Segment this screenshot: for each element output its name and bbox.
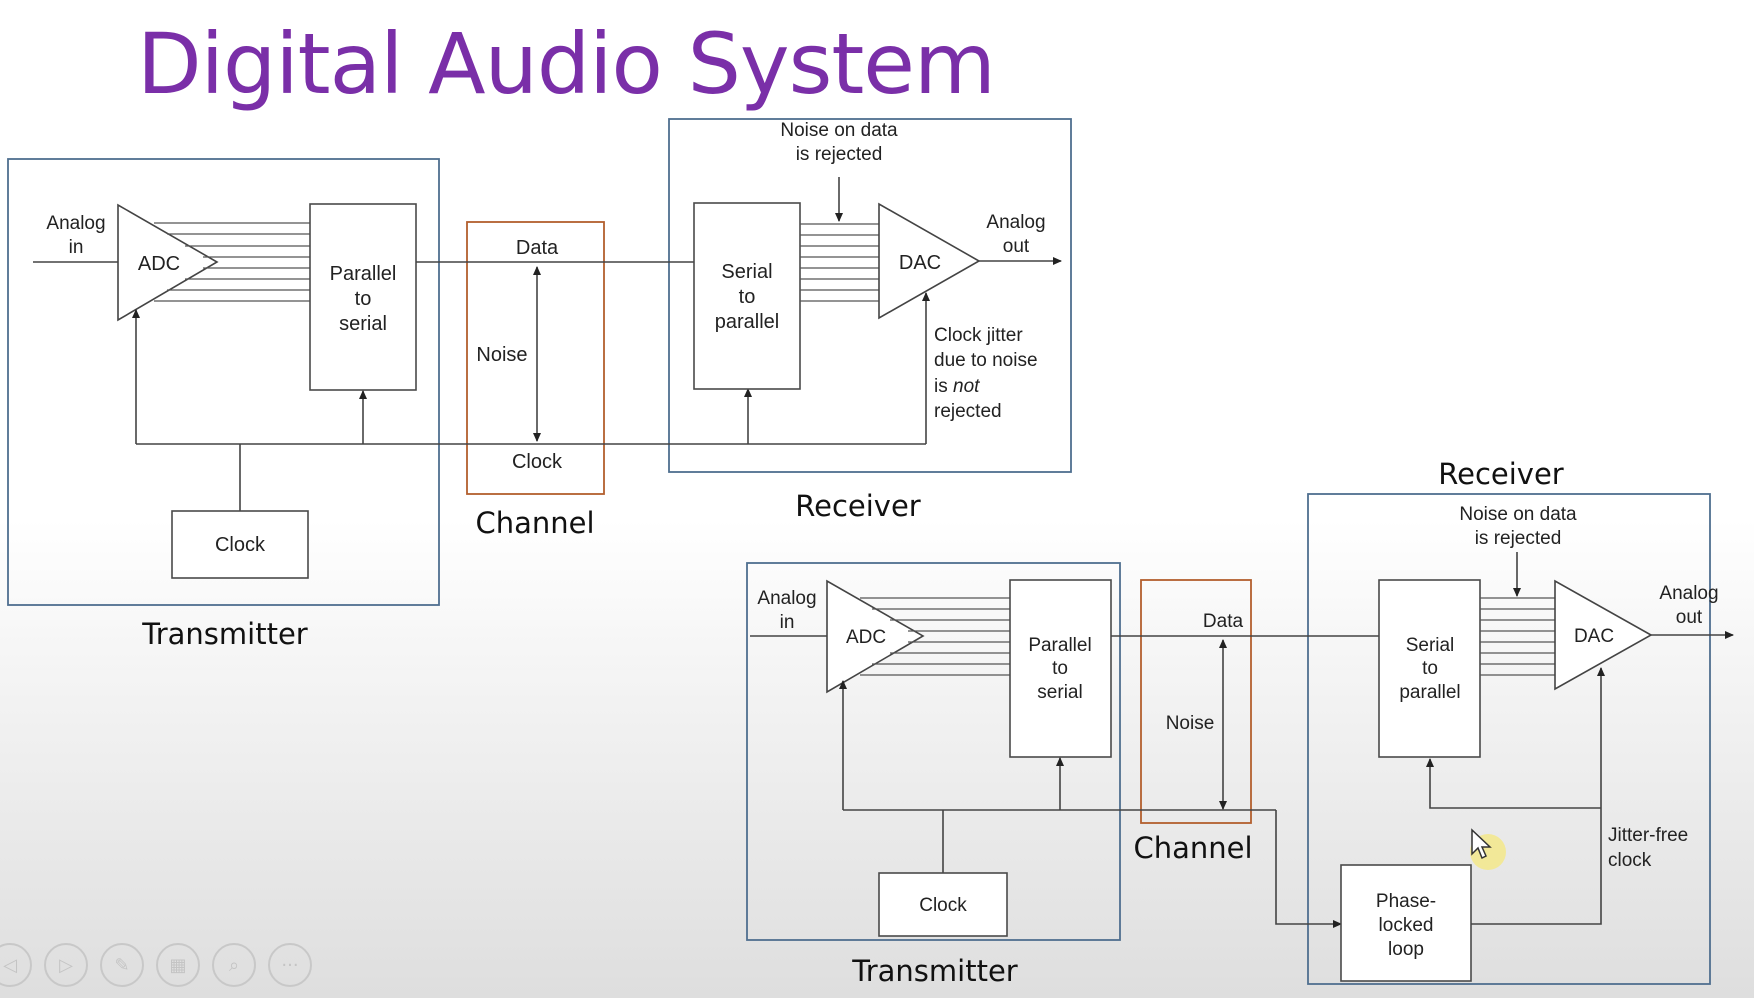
- channel-frame: [1140, 579, 1252, 824]
- parallel-to-serial-box: [309, 203, 417, 391]
- p2s-label: serial: [1037, 682, 1082, 703]
- tx-clock-box: [878, 872, 1008, 937]
- jitter-note: is not: [934, 376, 980, 397]
- jitter-free-label: clock: [1608, 850, 1652, 871]
- jitter-note: Clock jitter: [934, 325, 1023, 346]
- channel-data-label: Data: [1203, 611, 1244, 632]
- pen-icon[interactable]: ✎: [100, 943, 144, 987]
- channel-caption: Channel: [1133, 831, 1252, 865]
- dac-triangle: [1554, 579, 1653, 691]
- clock-to-pll-wire: [1275, 810, 1342, 928]
- noise-note: is rejected: [1475, 528, 1562, 549]
- dac-label: DAC: [1574, 626, 1614, 647]
- parallel-bus: [154, 222, 310, 302]
- receiver-frame: [668, 118, 1072, 473]
- transmitter-frame: [746, 562, 1121, 941]
- jitter-note: due to noise: [934, 350, 1038, 371]
- serial-to-parallel-box: [693, 202, 801, 390]
- dac-triangle: [878, 202, 981, 320]
- noise-note: Noise on data: [1459, 504, 1577, 525]
- jitter-free-clock-wire: [1471, 667, 1605, 925]
- p2s-label: to: [1052, 658, 1068, 679]
- dac-label: DAC: [899, 252, 941, 274]
- analog-in-label: in: [780, 612, 795, 633]
- parallel-bus: [1480, 597, 1556, 676]
- diagram2: ADC Analog in Parallel to serial Clock D: [746, 457, 1734, 988]
- pll-label: Phase-: [1376, 891, 1436, 912]
- next-icon[interactable]: ▷: [44, 943, 88, 987]
- receiver-frame: [1307, 493, 1711, 985]
- parallel-to-serial-box: [1009, 579, 1112, 758]
- receiver-caption: Receiver: [795, 489, 921, 523]
- analog-out-label: Analog: [1659, 583, 1718, 604]
- p2s-label: Parallel: [1028, 635, 1091, 656]
- channel-clock-label: Clock: [512, 451, 563, 473]
- channel-data-label: Data: [516, 237, 559, 259]
- more-icon[interactable]: ···: [268, 943, 312, 987]
- s2p-label: Serial: [1406, 635, 1455, 656]
- p2s-label: to: [355, 288, 372, 310]
- adc-label: ADC: [138, 253, 180, 275]
- slide-title: Digital Audio System: [137, 15, 996, 113]
- jitter-note: rejected: [934, 401, 1002, 422]
- analog-out-label: out: [1003, 236, 1030, 257]
- analog-in-label: Analog: [46, 213, 105, 234]
- slides-icon[interactable]: ▦: [156, 943, 200, 987]
- transmitter-caption: Transmitter: [851, 954, 1018, 988]
- channel-frame: [466, 221, 605, 495]
- receiver-caption: Receiver: [1438, 457, 1564, 491]
- s2p-clock-wire: [1426, 758, 1601, 809]
- s2p-label: parallel: [1399, 682, 1460, 703]
- parallel-bus: [800, 223, 880, 302]
- analog-in-label: Analog: [757, 588, 816, 609]
- p2s-label: serial: [339, 313, 387, 335]
- zoom-icon[interactable]: ⌕: [212, 943, 256, 987]
- adc-label: ADC: [846, 627, 886, 648]
- noise-note: is rejected: [796, 144, 883, 165]
- mouse-cursor-icon: [1470, 828, 1496, 867]
- pll-label: locked: [1379, 915, 1434, 936]
- channel-noise-label: Noise: [476, 344, 527, 366]
- s2p-label: Serial: [721, 261, 772, 283]
- channel-noise-label: Noise: [1166, 713, 1215, 734]
- s2p-label: to: [739, 286, 756, 308]
- pll-box: [1340, 864, 1472, 982]
- channel-caption: Channel: [475, 506, 594, 540]
- transmitter-caption: Transmitter: [141, 617, 308, 651]
- tx-clock-label: Clock: [215, 534, 266, 556]
- pll-label: loop: [1388, 939, 1424, 960]
- slideshow-toolbar: ◁ ▷ ✎ ▦ ⌕ ···: [0, 943, 312, 993]
- s2p-label: parallel: [715, 311, 779, 333]
- serial-to-parallel-box: [1378, 579, 1481, 758]
- previous-icon[interactable]: ◁: [0, 943, 32, 987]
- transmitter-frame: [7, 158, 440, 606]
- analog-in-label: in: [69, 237, 84, 258]
- diagram1: ADC Analog in Parallel to serial: [7, 118, 1072, 651]
- jitter-free-label: Jitter-free: [1608, 825, 1688, 846]
- tx-clock-box: [171, 510, 309, 579]
- s2p-label: to: [1422, 658, 1438, 679]
- analog-out-label: Analog: [986, 212, 1045, 233]
- analog-out-label: out: [1676, 607, 1703, 628]
- p2s-label: Parallel: [330, 263, 397, 285]
- tx-clock-label: Clock: [919, 895, 967, 916]
- parallel-bus: [860, 597, 1010, 676]
- noise-note: Noise on data: [780, 120, 898, 141]
